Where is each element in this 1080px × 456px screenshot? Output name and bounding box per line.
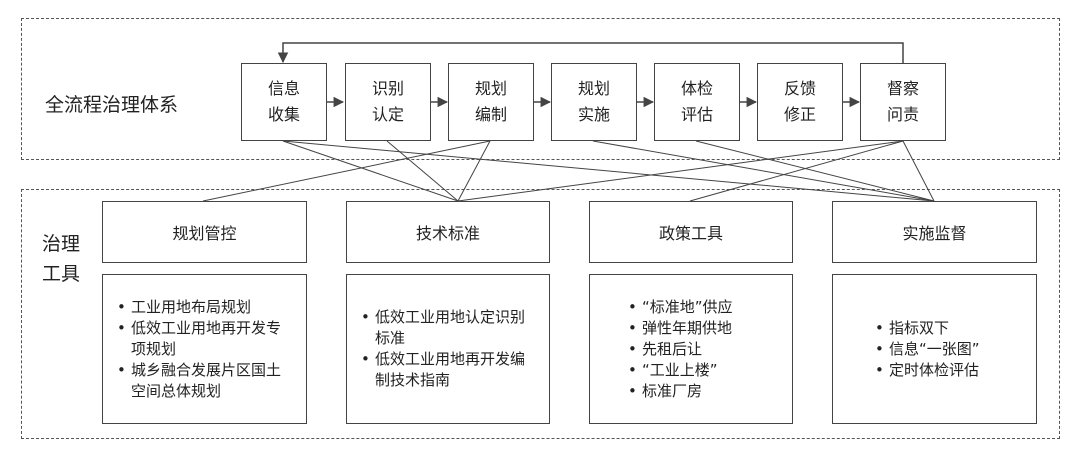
- tools-label-line1: 治理: [42, 233, 81, 255]
- stage-box-plan-compile: 规划 编制: [448, 63, 534, 141]
- tools-label: 治理 工具: [42, 229, 80, 289]
- bullet-list: “标准地”供应 弹性年期供地 先租后让 “工业上楼” 标准厂房: [590, 297, 733, 402]
- list-item: 指标双下: [875, 318, 980, 339]
- stage-box-feedback: 反馈 修正: [757, 63, 843, 141]
- list-item: 低效工业用地再开发专项规划: [117, 318, 295, 360]
- stage-label-line1: 规划: [474, 79, 507, 98]
- list-item: 弹性年期供地: [628, 318, 733, 339]
- list-item: 工业用地布局规划: [117, 297, 295, 318]
- bullet-list: 低效工业用地认定识别标准 低效工业用地再开发编制技术指南: [347, 307, 539, 391]
- feedback-loop-arrow: [277, 42, 904, 64]
- tool-body-policy: “标准地”供应 弹性年期供地 先租后让 “工业上楼” 标准厂房: [589, 274, 793, 424]
- list-item: 先租后让: [628, 339, 733, 360]
- tool-body-planning: 工业用地布局规划 低效工业用地再开发专项规划 城乡融合发展片区国土空间总体规划: [102, 274, 307, 424]
- stage-label-line2: 问责: [886, 105, 919, 124]
- tool-header-planning: 规划管控: [102, 201, 307, 263]
- link-line: [902, 140, 935, 202]
- stage-label-line2: 修正: [783, 105, 816, 124]
- stage-label-line1: 信息: [267, 79, 300, 98]
- stage-label-line2: 实施: [577, 105, 610, 124]
- stage-label-line1: 识别: [371, 79, 404, 98]
- list-item: 信息“一张图”: [875, 339, 980, 360]
- tool-title: 技术标准: [415, 224, 480, 243]
- link-line: [202, 140, 491, 202]
- list-item: 低效工业用地认定识别标准: [361, 307, 539, 349]
- stage-label-line2: 认定: [371, 105, 404, 124]
- link-line: [282, 140, 935, 202]
- tool-body-supervision: 指标双下 信息“一张图” 定时体检评估: [832, 274, 1037, 424]
- tool-header-supervision: 实施监督: [832, 201, 1037, 263]
- link-line: [457, 140, 491, 202]
- stage-box-supervise: 督察 问责: [860, 63, 946, 141]
- process-panel: [21, 18, 1060, 160]
- tool-header-policy: 政策工具: [589, 201, 793, 263]
- stage-label-line1: 反馈: [783, 79, 816, 98]
- tool-title: 政策工具: [658, 224, 723, 243]
- tool-header-technical: 技术标准: [346, 201, 550, 263]
- list-item: 标准厂房: [628, 381, 733, 402]
- bullet-list: 指标双下 信息“一张图” 定时体检评估: [833, 318, 980, 381]
- tool-body-technical: 低效工业用地认定识别标准 低效工业用地再开发编制技术指南: [346, 274, 550, 424]
- list-item: 城乡融合发展片区国土空间总体规划: [117, 360, 295, 402]
- link-line: [592, 140, 935, 202]
- tool-title: 实施监督: [902, 224, 967, 243]
- stage-label-line1: 规划: [577, 79, 610, 98]
- list-item: 定时体检评估: [875, 360, 980, 381]
- stage-box-evaluate: 体检 评估: [654, 63, 740, 141]
- list-item: “工业上楼”: [628, 360, 733, 381]
- link-line: [689, 140, 904, 202]
- list-item: 低效工业用地再开发编制技术指南: [361, 349, 539, 391]
- link-line: [386, 140, 459, 202]
- stage-label-line2: 收集: [267, 105, 300, 124]
- tool-title: 规划管控: [172, 224, 237, 243]
- link-line: [695, 140, 935, 202]
- stage-label-line2: 评估: [680, 105, 713, 124]
- stage-label-line1: 体检: [680, 79, 713, 98]
- bullet-list: 工业用地布局规划 低效工业用地再开发专项规划 城乡融合发展片区国土空间总体规划: [103, 297, 295, 402]
- stage-label-line2: 编制: [474, 105, 507, 124]
- link-line: [282, 140, 459, 202]
- stage-box-collect: 信息 收集: [241, 63, 327, 141]
- process-system-label: 全流程治理体系: [45, 94, 179, 116]
- link-line: [457, 140, 904, 202]
- stage-box-plan-implement: 规划 实施: [551, 63, 637, 141]
- list-item: “标准地”供应: [628, 297, 733, 318]
- stage-box-identify: 识别 认定: [345, 63, 431, 141]
- stage-label-line1: 督察: [886, 79, 919, 98]
- tools-label-line2: 工具: [42, 263, 81, 285]
